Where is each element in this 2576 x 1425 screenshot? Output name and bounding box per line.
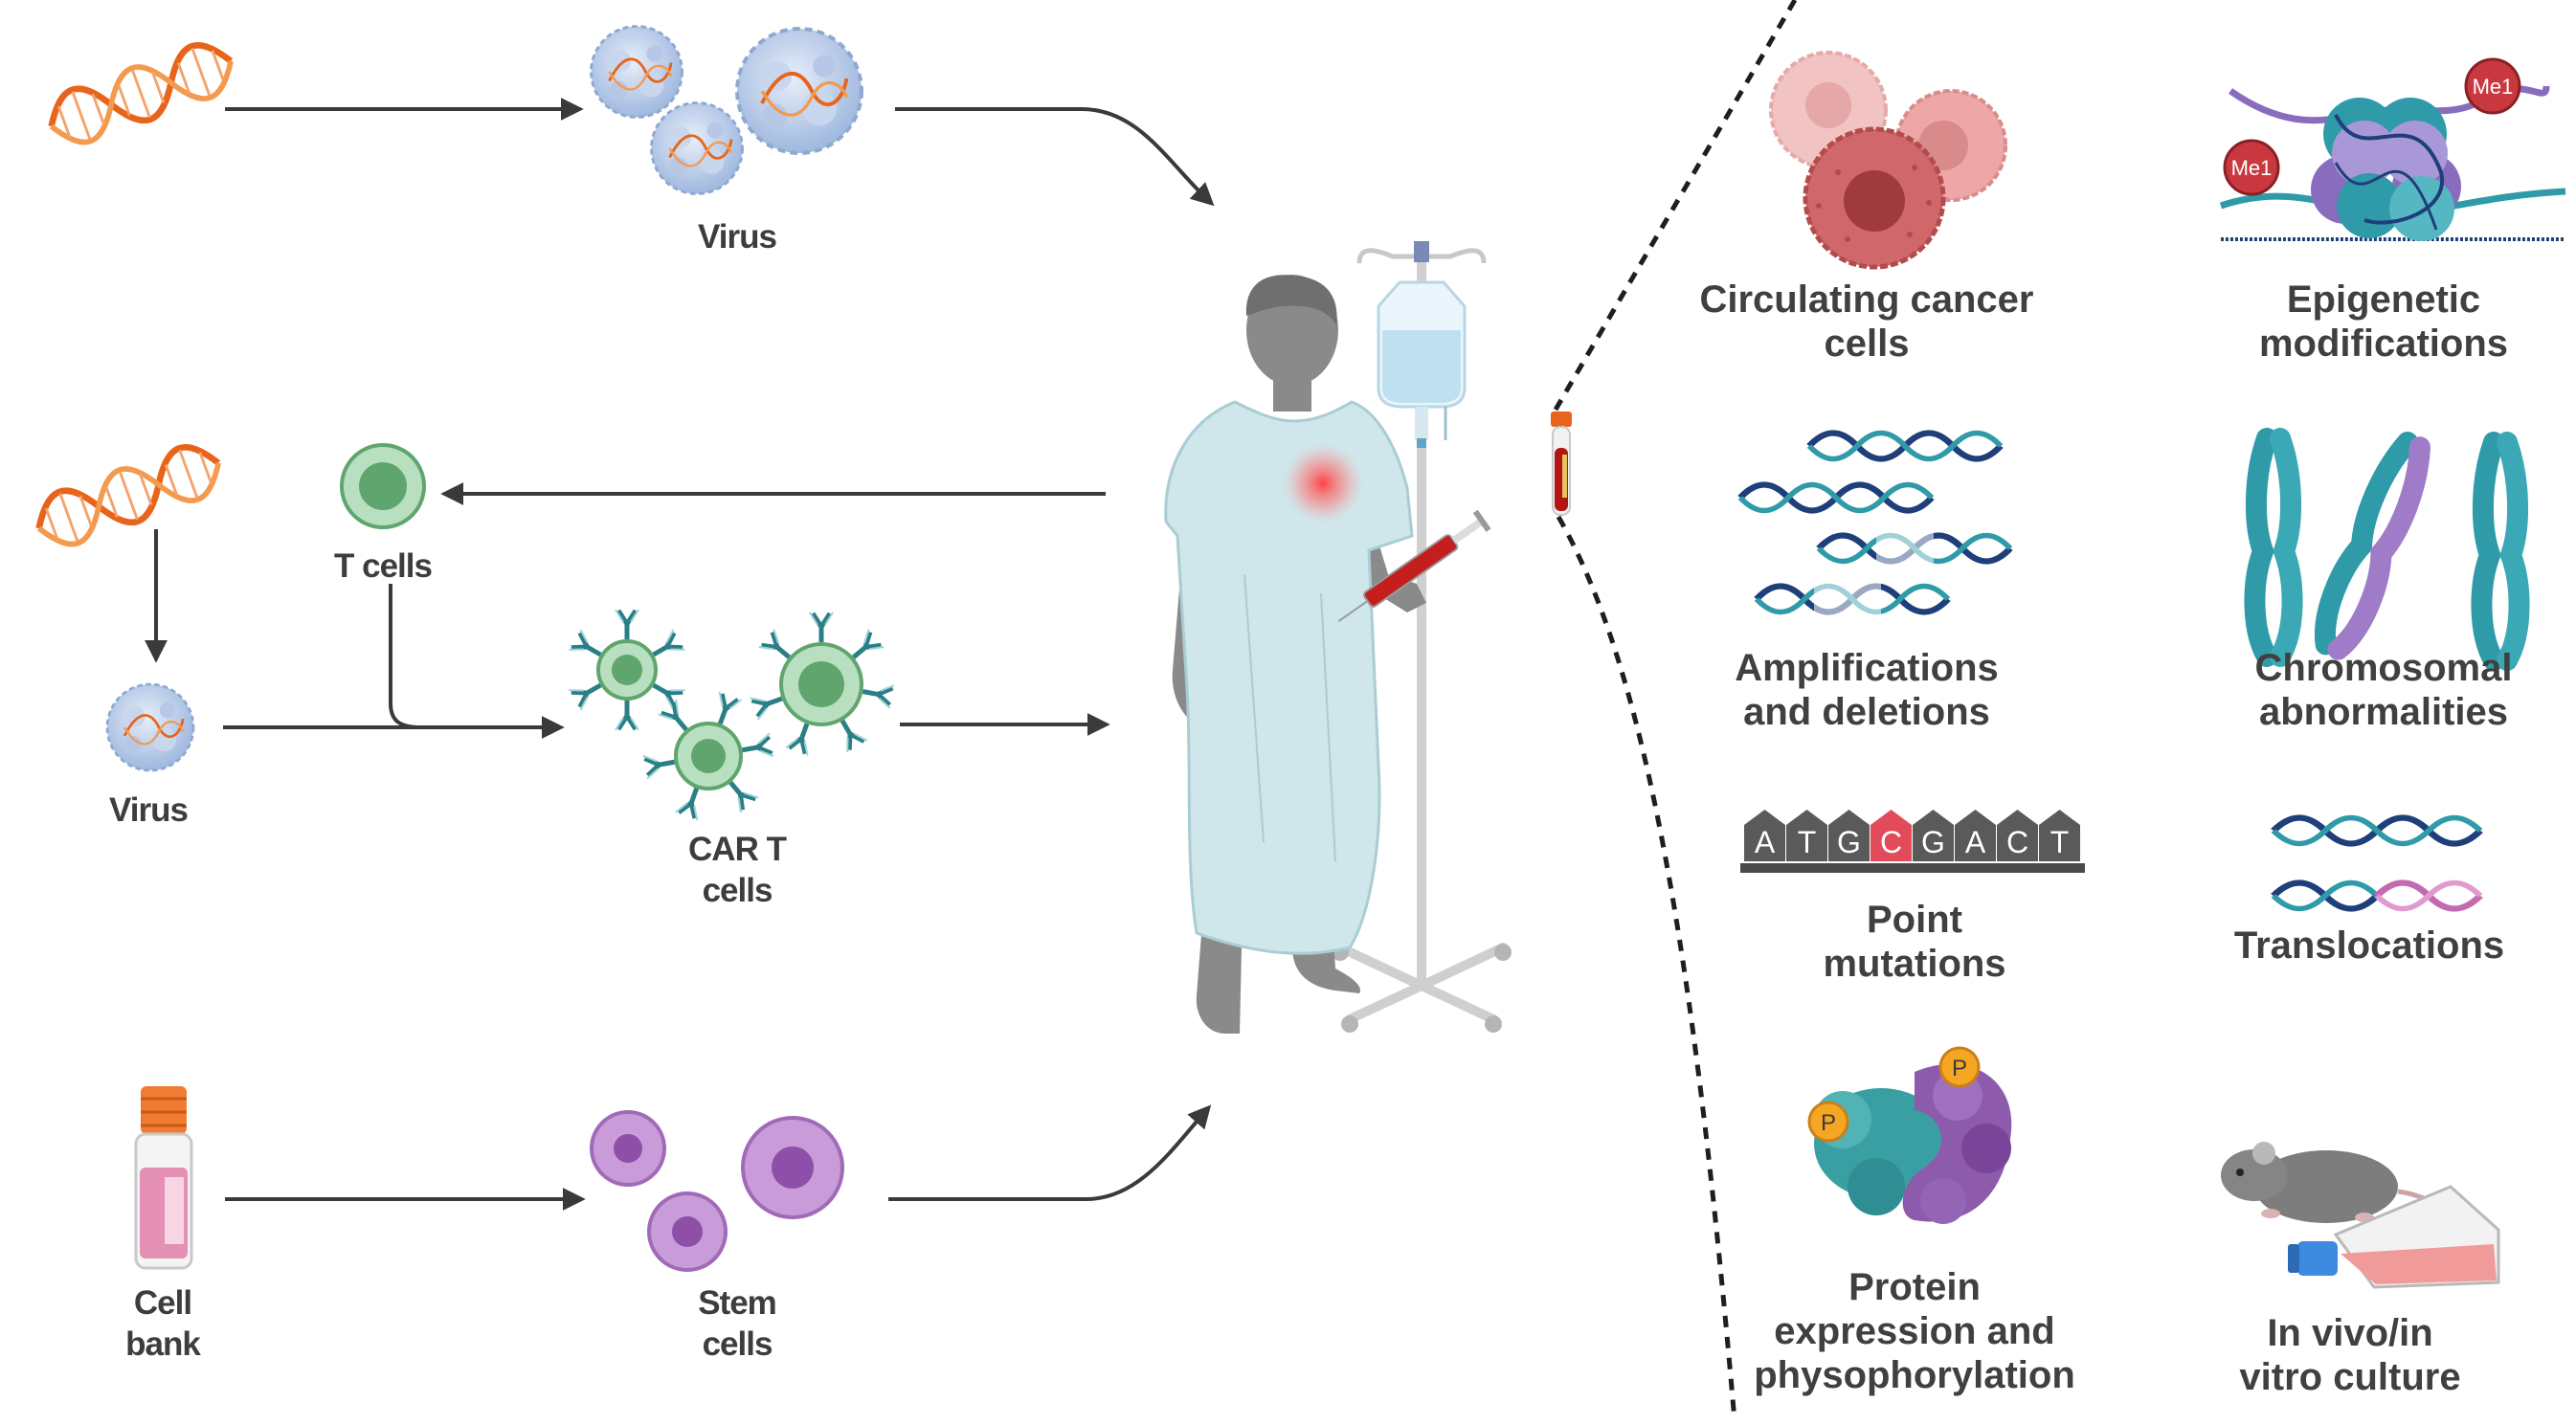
label-cell-bank: Cell bank <box>86 1282 239 1365</box>
label-point-line1: Point <box>1867 899 1962 941</box>
virus-particle-middle <box>105 682 195 772</box>
label-invivo-line1: In vivo/in <box>2267 1312 2433 1354</box>
label-car-t-line1: CAR T <box>688 831 787 868</box>
label-invivo-line2: vitro culture <box>2239 1356 2461 1398</box>
sequence-tile <box>1955 810 1996 861</box>
label-t-cells-text: T cells <box>334 547 433 585</box>
methyl-marker-right: Me1 <box>2464 57 2521 115</box>
label-stem-cells-line2: cells <box>702 1325 773 1363</box>
label-cell-bank-line2: bank <box>125 1325 201 1363</box>
label-point-line2: mutations <box>1823 943 2006 985</box>
label-amplifications-line2: and deletions <box>1743 691 1990 733</box>
patient-figure <box>1164 241 1512 1034</box>
circulating-cancer-cells <box>1769 51 2007 270</box>
label-virus-top-text: Virus <box>698 218 777 256</box>
label-point-mutations: Point mutations <box>1723 898 2106 986</box>
label-car-t-cells: CAR T cells <box>661 829 814 911</box>
sequence-tile <box>1744 810 1785 861</box>
dashed-divider-top <box>1553 0 1798 412</box>
label-stem-cells-line1: Stem <box>698 1284 777 1322</box>
phospho-marker-right: P <box>1938 1046 1981 1088</box>
sequence-base-label: A <box>1755 825 1776 859</box>
sequence-base-label: G <box>1837 825 1861 859</box>
label-amplifications-deletions: Amplifications and deletions <box>1675 646 2058 734</box>
label-amplifications-line1: Amplifications <box>1735 647 1999 689</box>
arrow-stem-to-patient <box>888 1104 1212 1201</box>
phospho-marker-left: P <box>1807 1101 1849 1143</box>
label-protein-line3: physophorylation <box>1754 1354 2075 1396</box>
methyl-marker-left: Me1 <box>2223 139 2280 196</box>
chromosomes <box>2254 437 2519 660</box>
label-t-cells: T cells <box>306 546 459 587</box>
label-epigenetic-line1: Epigenetic <box>2286 278 2481 321</box>
sequence-base-label: G <box>1921 825 1945 859</box>
sequence-base-label: C <box>2006 825 2028 859</box>
label-epigenetic-line2: modifications <box>2258 323 2509 365</box>
label-virus-middle: Virus <box>72 790 225 831</box>
sequence-base-label: A <box>1965 825 1986 859</box>
methyl-label-right: Me1 <box>2473 75 2514 99</box>
label-chromosomal-abnormalities: Chromosomal abnormalities <box>2192 646 2575 734</box>
sequence-base-label: T <box>2050 825 2070 859</box>
sequence-tile <box>1913 810 1954 861</box>
label-circulating-cancer-cells: Circulating cancer cells <box>1675 278 2058 366</box>
virus-particles-top <box>590 25 863 195</box>
label-translocations-text: Translocations <box>2233 924 2505 967</box>
label-translocations: Translocations <box>2178 924 2561 968</box>
amplification-dna-strands <box>1740 434 2010 616</box>
label-virus-middle-text: Virus <box>109 791 189 829</box>
translocation-dna <box>2274 818 2480 912</box>
label-protein-line1: Protein <box>1848 1266 1981 1308</box>
arrow-t-cell-join <box>389 584 422 729</box>
label-cell-bank-line1: Cell <box>133 1284 192 1322</box>
label-car-t-line2: cells <box>702 872 773 909</box>
phosphorylated-protein <box>1814 1063 2012 1224</box>
label-chromosomal-line2: abnormalities <box>2258 691 2509 733</box>
arrow-virus-to-patient <box>895 107 1215 207</box>
sequence-tile <box>1828 810 1870 861</box>
sequence-baseline <box>1740 863 2085 873</box>
label-in-vivo-in-vitro: In vivo/in vitro culture <box>2159 1311 2542 1399</box>
sequence-tile <box>1786 810 1827 861</box>
label-circulating-line1: Circulating cancer <box>1699 278 2034 321</box>
sequence-base-label: C <box>1880 825 1902 859</box>
label-stem-cells: Stem cells <box>661 1282 814 1365</box>
cell-bank-tube <box>134 1086 193 1270</box>
phospho-label-left: P <box>1821 1110 1836 1136</box>
sequence-tile <box>1997 810 2038 861</box>
label-protein-line2: expression and <box>1774 1310 2055 1352</box>
sequence-tile <box>1870 810 1912 861</box>
label-protein-expression: Protein expression and physophorylation <box>1723 1265 2106 1397</box>
label-chromosomal-line1: Chromosomal <box>2254 647 2513 689</box>
label-circulating-line2: cells <box>1824 323 1910 365</box>
dna-strand-top <box>42 35 240 152</box>
culture-flask-icon <box>2288 1185 2500 1289</box>
sequence-tile <box>2039 810 2080 861</box>
label-virus-top: Virus <box>661 216 814 257</box>
epigenetic-nucleosome <box>2219 85 2566 242</box>
methyl-label-left: Me1 <box>2231 156 2273 180</box>
car-t-cells <box>569 610 894 820</box>
dna-strand-middle <box>30 437 228 554</box>
phospho-label-right: P <box>1952 1056 1967 1081</box>
t-cell <box>340 443 426 529</box>
stem-cells <box>590 1110 844 1272</box>
label-epigenetic-modifications: Epigenetic modifications <box>2192 278 2575 366</box>
sequence-base-label: T <box>1798 825 1817 859</box>
blood-sample-tube <box>1551 412 1572 516</box>
